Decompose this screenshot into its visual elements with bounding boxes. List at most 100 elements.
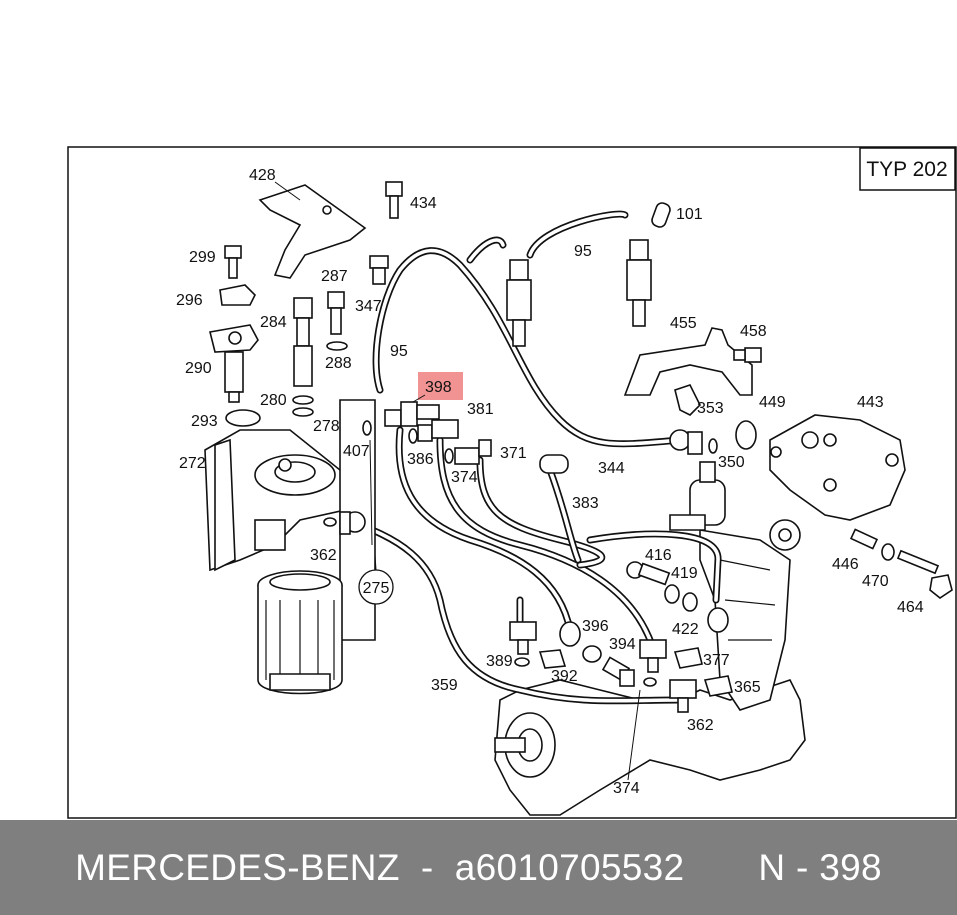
washer-288 bbox=[326, 341, 348, 351]
washer-278 bbox=[292, 407, 314, 417]
connector-398 bbox=[384, 401, 440, 427]
label-275: 275 bbox=[363, 580, 390, 597]
bolt-464 bbox=[896, 549, 953, 599]
label-359: 359 bbox=[431, 677, 458, 694]
label-394: 394 bbox=[609, 636, 636, 653]
banjo-eye-396 bbox=[559, 621, 581, 647]
leader-lines bbox=[274, 181, 641, 781]
label-353: 353 bbox=[697, 400, 724, 417]
label-396: 396 bbox=[582, 618, 609, 635]
label-374-bottom: 374 bbox=[613, 780, 640, 797]
washer-407 bbox=[362, 420, 372, 436]
hose-383 bbox=[539, 454, 569, 474]
fitting-347 bbox=[369, 255, 389, 285]
clip-353 bbox=[674, 384, 701, 416]
label-383: 383 bbox=[572, 495, 599, 512]
washer-396 bbox=[582, 645, 602, 663]
label-446: 446 bbox=[832, 556, 859, 573]
label-422: 422 bbox=[672, 621, 699, 638]
fitting-344 bbox=[669, 429, 703, 455]
seal-449 bbox=[735, 420, 757, 450]
injector-left bbox=[506, 259, 532, 347]
clip-377 bbox=[673, 647, 703, 669]
label-419: 419 bbox=[671, 565, 698, 582]
bolt-458 bbox=[733, 347, 762, 363]
label-350: 350 bbox=[718, 454, 745, 471]
injection-pump-body bbox=[494, 461, 806, 816]
label-455: 455 bbox=[670, 315, 697, 332]
banjo-362-left bbox=[323, 511, 366, 535]
washer-470 bbox=[881, 543, 895, 561]
callout-circle-275 bbox=[358, 569, 394, 605]
vacuum-pump-443 bbox=[769, 414, 906, 521]
screw-287 bbox=[327, 291, 345, 335]
washer-386 bbox=[408, 428, 418, 444]
label-272: 272 bbox=[179, 455, 206, 472]
nozzle-101 bbox=[651, 202, 671, 228]
label-365: 365 bbox=[734, 679, 761, 696]
footer-gap bbox=[684, 847, 758, 889]
fuel-pipes bbox=[356, 210, 722, 705]
hand-pump-290 bbox=[209, 324, 259, 403]
bracket-428 bbox=[258, 184, 367, 279]
label-362-right: 362 bbox=[687, 717, 714, 734]
footer-gap bbox=[434, 847, 455, 889]
washer-350 bbox=[708, 438, 718, 454]
label-428: 428 bbox=[249, 167, 276, 184]
washer-280 bbox=[292, 395, 314, 405]
banjo-394 bbox=[639, 639, 667, 673]
washer-389 bbox=[514, 657, 530, 667]
part-info-footer: MERCEDES-BENZ - a6010705532 N - 398 bbox=[0, 820, 957, 915]
label-443: 443 bbox=[857, 394, 884, 411]
type-label: TYP 202 bbox=[866, 158, 947, 181]
label-95-right: 95 bbox=[574, 243, 592, 260]
type-box bbox=[859, 147, 956, 191]
label-386: 386 bbox=[407, 451, 434, 468]
banjo-362-right bbox=[669, 679, 697, 713]
diagram-frame bbox=[67, 146, 957, 819]
label-293: 293 bbox=[191, 413, 218, 430]
label-458: 458 bbox=[740, 323, 767, 340]
bracket-455 bbox=[623, 327, 753, 396]
bolt-446 bbox=[849, 528, 879, 550]
label-290: 290 bbox=[185, 360, 212, 377]
label-416: 416 bbox=[645, 547, 672, 564]
label-284: 284 bbox=[260, 314, 287, 331]
bolt-434 bbox=[385, 181, 403, 219]
label-299: 299 bbox=[189, 249, 216, 266]
part-number: a6010705532 bbox=[454, 846, 685, 888]
clip-365 bbox=[703, 675, 733, 697]
label-371: 371 bbox=[500, 445, 527, 462]
plate-296 bbox=[219, 284, 256, 306]
label-392: 392 bbox=[551, 668, 578, 685]
connector-381 bbox=[417, 419, 459, 442]
bolt-299 bbox=[224, 245, 242, 279]
position-label: N - 398 bbox=[758, 846, 882, 888]
seal-293 bbox=[225, 409, 261, 427]
fitting-eye-right bbox=[707, 607, 729, 633]
label-389: 389 bbox=[486, 653, 513, 670]
footer-gap bbox=[400, 847, 421, 889]
brand-name: MERCEDES-BENZ bbox=[75, 846, 400, 888]
label-362-left: 362 bbox=[310, 547, 337, 564]
injector-right bbox=[626, 239, 652, 327]
banjo-389 bbox=[509, 621, 537, 655]
callout-labels: 428 434 299 287 296 347 284 288 290 95 9… bbox=[176, 167, 924, 797]
clip-392 bbox=[538, 649, 567, 669]
washer-422 bbox=[682, 592, 698, 612]
label-280: 280 bbox=[260, 392, 287, 409]
parts-diagram: TYP 202 bbox=[67, 146, 957, 819]
label-287: 287 bbox=[321, 268, 348, 285]
valve-284 bbox=[293, 297, 313, 387]
banjo-bolt-416 bbox=[626, 561, 671, 586]
label-347: 347 bbox=[355, 298, 382, 315]
part-398-highlight bbox=[418, 372, 463, 400]
label-398: 398 bbox=[425, 379, 452, 396]
label-101: 101 bbox=[676, 206, 703, 223]
connector-371 bbox=[444, 439, 492, 465]
footer-separator: - bbox=[420, 846, 434, 888]
label-434: 434 bbox=[410, 195, 437, 212]
label-470: 470 bbox=[862, 573, 889, 590]
label-374-top: 374 bbox=[451, 469, 478, 486]
label-464: 464 bbox=[897, 599, 924, 616]
